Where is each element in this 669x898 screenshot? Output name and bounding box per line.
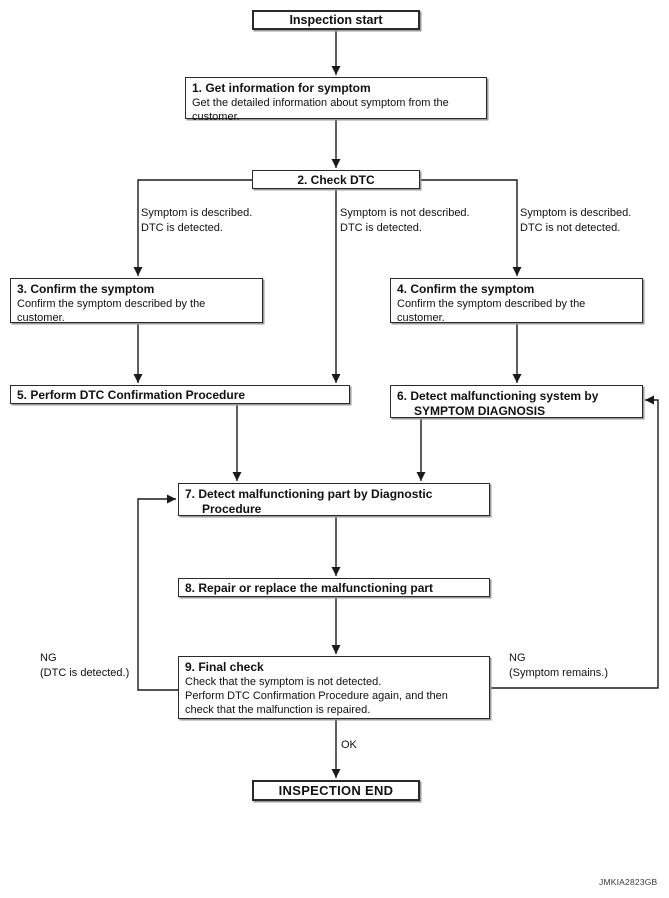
node-step8: 8. Repair or replace the malfunctioning … bbox=[178, 578, 490, 597]
watermark-code: JMKIA2823GB bbox=[599, 877, 658, 887]
edge-ng-loop-left bbox=[137, 494, 178, 691]
node-step7: 7. Detect malfunctioning part by Diagnos… bbox=[178, 483, 490, 516]
node-step4: 4. Confirm the symptom Confirm the sympt… bbox=[390, 278, 643, 324]
ng-label-left-line1: NG bbox=[40, 652, 57, 664]
node-inspection-end: INSPECTION END bbox=[252, 780, 420, 801]
node-step3-body-line2: customer. bbox=[17, 312, 65, 324]
ng-label-right-line2: (Symptom remains.) bbox=[509, 667, 609, 679]
branch-label-middle-line1: Symptom is not described. bbox=[340, 207, 470, 219]
edge-step2-branch-right bbox=[420, 179, 522, 276]
branch-label-left: Symptom is described. DTC is detected. bbox=[141, 206, 252, 236]
node-step1-body-line1: Get the detailed information about sympt… bbox=[192, 97, 449, 109]
node-step9-title: 9. Final check bbox=[185, 660, 264, 674]
node-step3-title: 3. Confirm the symptom bbox=[17, 282, 155, 296]
ng-label-right-line1: NG bbox=[509, 652, 526, 664]
node-step7-title-line2: Procedure bbox=[202, 502, 262, 516]
node-step5: 5. Perform DTC Confirmation Procedure bbox=[10, 385, 350, 404]
ng-label-left: NG (DTC is detected.) bbox=[40, 651, 129, 681]
node-step9-body-line3: check that the malfunction is repaired. bbox=[185, 704, 371, 716]
node-step4-body-line2: customer. bbox=[397, 312, 445, 324]
branch-label-right-line2: DTC is not detected. bbox=[520, 222, 621, 234]
branch-label-left-line2: DTC is detected. bbox=[141, 222, 223, 234]
node-step6-title-line1: 6. Detect malfunctioning system by bbox=[397, 389, 599, 403]
ok-label: OK bbox=[341, 739, 357, 751]
node-step1-title: 1. Get information for symptom bbox=[192, 81, 371, 95]
node-step2: 2. Check DTC bbox=[252, 170, 420, 189]
node-inspection-start: Inspection start bbox=[252, 10, 420, 30]
ng-label-right: NG (Symptom remains.) bbox=[509, 651, 608, 681]
node-step3: 3. Confirm the symptom Confirm the sympt… bbox=[10, 278, 263, 324]
edge-ng-loop-right bbox=[490, 395, 659, 689]
node-step1: 1. Get information for symptom Get the d… bbox=[185, 77, 487, 123]
branch-label-left-line1: Symptom is described. bbox=[141, 207, 253, 219]
node-step4-body-line1: Confirm the symptom described by the bbox=[397, 298, 586, 310]
node-step3-body-line1: Confirm the symptom described by the bbox=[17, 298, 206, 310]
branch-label-middle: Symptom is not described. DTC is detecte… bbox=[340, 206, 470, 236]
ng-label-left-line2: (DTC is detected.) bbox=[40, 667, 130, 679]
node-step4-title: 4. Confirm the symptom bbox=[397, 282, 535, 296]
edge-step2-branch-left bbox=[133, 179, 252, 276]
node-step9-body-line2: Perform DTC Confirmation Procedure again… bbox=[185, 690, 448, 702]
node-step6-title-line2: SYMPTOM DIAGNOSIS bbox=[414, 404, 546, 418]
branch-label-right-line1: Symptom is described. bbox=[520, 207, 632, 219]
node-step9: 9. Final check Check that the symptom is… bbox=[178, 656, 490, 719]
node-step7-title-line1: 7. Detect malfunctioning part by Diagnos… bbox=[185, 487, 433, 501]
node-step9-body-line1: Check that the symptom is not detected. bbox=[185, 676, 382, 688]
branch-label-middle-line2: DTC is detected. bbox=[340, 222, 422, 234]
branch-label-right: Symptom is described. DTC is not detecte… bbox=[520, 206, 631, 236]
node-step6: 6. Detect malfunctioning system by SYMPT… bbox=[390, 385, 643, 418]
node-step1-body-line2: customer. bbox=[192, 111, 240, 123]
